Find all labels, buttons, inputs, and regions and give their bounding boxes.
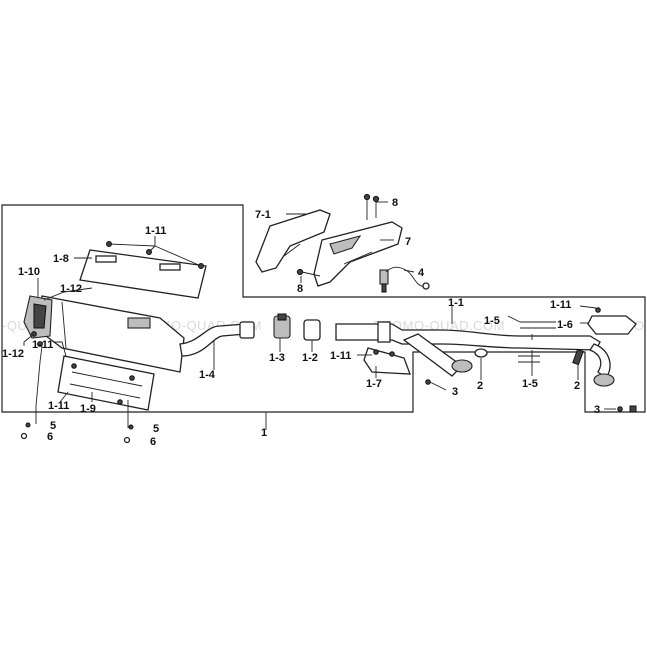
heat-shield-1-7 (363, 347, 411, 375)
screw-8-bottom (296, 268, 321, 277)
callout-3-center: 3 (452, 386, 458, 398)
callout-5-right: 5 (153, 423, 159, 435)
callout-6-right: 6 (150, 436, 156, 448)
callout-1-5-top: 1-5 (484, 315, 500, 327)
callout-1-8: 1-8 (53, 253, 69, 265)
callout-1-11-top: 1-11 (145, 225, 166, 237)
callout-1-9: 1-9 (80, 403, 96, 415)
callout-2-left: 2 (477, 380, 483, 392)
watermark-mid2: PROMO-QUAD.COM (373, 318, 505, 333)
callout-1-12-top: 1-12 (60, 283, 82, 295)
heat-shield-1-6 (587, 307, 637, 335)
gasket-2-left (474, 348, 488, 358)
callout-1-11-bottom: 1-11 (48, 400, 69, 412)
oxygen-sensor-4 (379, 266, 430, 293)
washers-left (20, 422, 31, 440)
callout-7: 7 (405, 236, 411, 248)
callout-6-left: 6 (47, 431, 53, 443)
callout-8-top: 8 (392, 197, 398, 209)
callout-1-6: 1-6 (557, 319, 573, 331)
spring-1-5-top (520, 321, 556, 329)
callout-1-10: 1-10 (18, 266, 40, 278)
callout-1-3: 1-3 (269, 352, 285, 364)
flange-center (451, 359, 615, 387)
clamp-1-3 (273, 313, 291, 339)
heat-guard-1-9 (57, 355, 155, 411)
nut-3-left (425, 379, 431, 385)
leader-lines (23, 201, 616, 430)
muffler-body (37, 295, 185, 373)
callout-5-left: 5 (50, 420, 56, 432)
callout-7-1: 7-1 (255, 209, 271, 221)
assembly-frame-1 (1, 204, 646, 413)
gasket-1-2 (303, 319, 321, 341)
callout-1-11-center: 1-11 (330, 350, 351, 362)
end-cap-1-10 (23, 295, 53, 339)
callout-1-11-left: 1-11 (32, 339, 53, 351)
joint-center (239, 321, 255, 339)
spring-1-5-bottom (518, 355, 540, 363)
screw-8-top (363, 193, 380, 220)
callout-1-11-right: 1-11 (550, 299, 571, 311)
callout-1: 1 (261, 427, 267, 439)
callout-4: 4 (418, 267, 425, 279)
callout-3-right: 3 (594, 404, 600, 416)
heat-shield-7 (255, 209, 403, 287)
header-pipe-1-1 (335, 321, 611, 379)
washers-right (123, 424, 134, 444)
callout-1-4: 1-4 (199, 369, 216, 381)
callout-1-5-bottom: 1-5 (522, 378, 538, 390)
callout-8-bottom: 8 (297, 283, 303, 295)
gasket-2-right (572, 348, 584, 366)
callout-2-right: 2 (574, 380, 580, 392)
nut-3-right (617, 405, 637, 413)
callout-1-12-left: 1-12 (2, 348, 24, 360)
callout-1-7: 1-7 (366, 378, 382, 390)
callout-1-2: 1-2 (302, 352, 318, 364)
bracket-1-8 (79, 241, 207, 299)
callout-1-1: 1-1 (448, 297, 464, 309)
